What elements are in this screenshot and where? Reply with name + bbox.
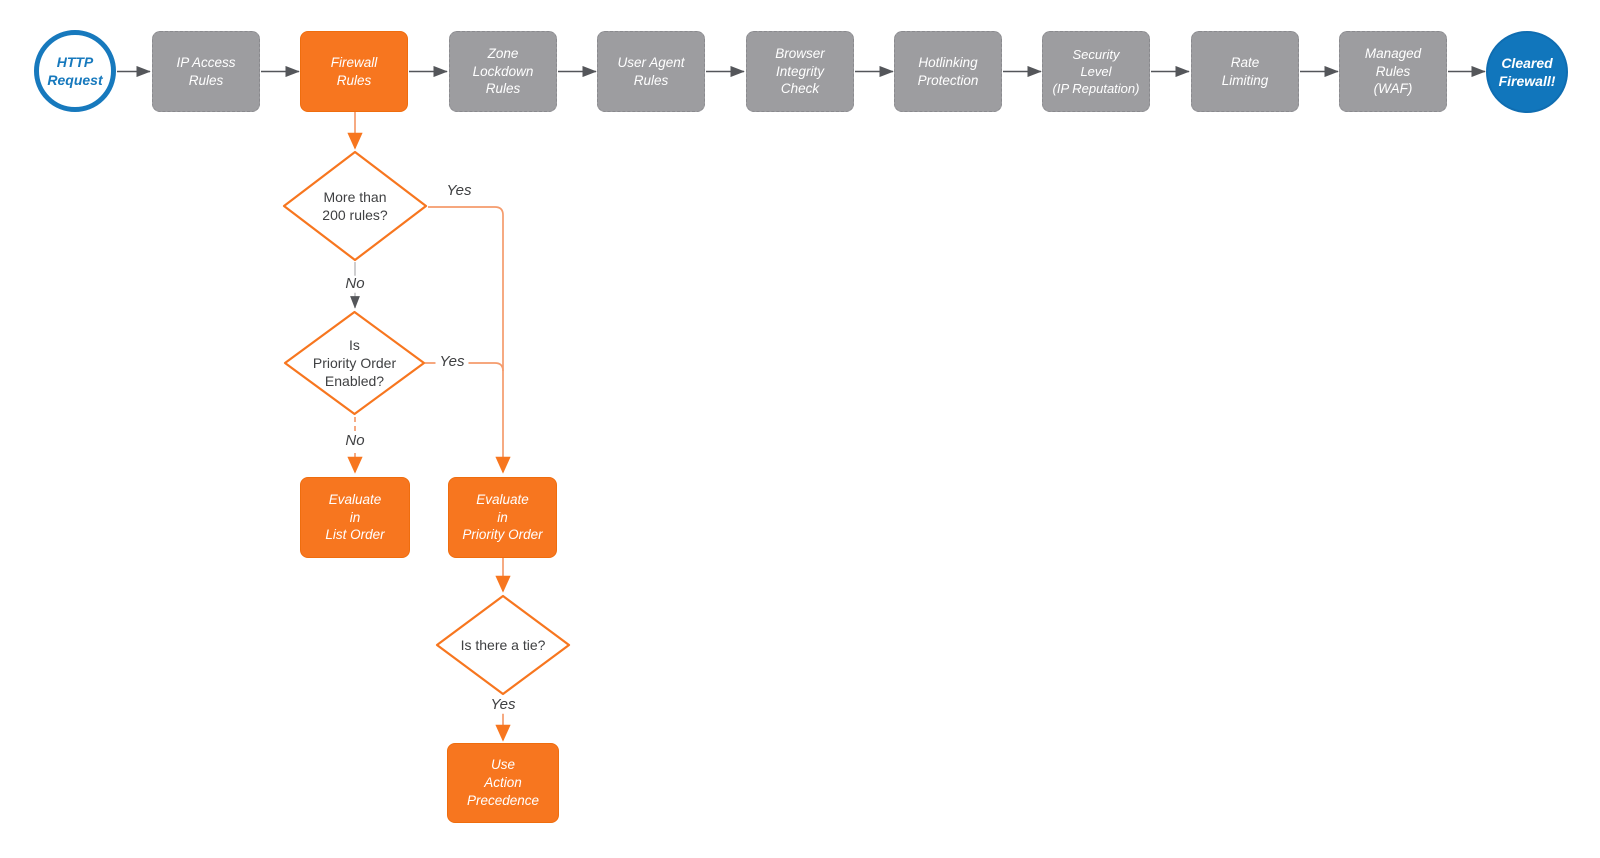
- decision-priority-order-enabled: Is Priority Order Enabled?: [283, 310, 426, 416]
- node-ip-access-rules: IP Access Rules: [152, 31, 260, 112]
- decision-more-than-200-rules: More than 200 rules?: [282, 150, 428, 262]
- node-zone-lockdown-rules: Zone Lockdown Rules: [449, 31, 557, 112]
- node-evaluate-list-order: Evaluate in List Order: [300, 477, 410, 558]
- edge-label-yes-2: Yes: [435, 353, 469, 371]
- node-http-request: HTTP Request: [34, 30, 116, 112]
- node-security-level: Security Level (IP Reputation): [1042, 31, 1150, 112]
- node-hotlinking-protection: Hotlinking Protection: [894, 31, 1002, 112]
- diamond-shape: [282, 150, 428, 262]
- edge-label-yes-3: Yes: [486, 696, 520, 714]
- edge-label-yes-1: Yes: [442, 182, 476, 200]
- decision-label: More than 200 rules?: [322, 188, 388, 223]
- edge-label-no-2: No: [341, 432, 369, 450]
- node-managed-rules-waf: Managed Rules (WAF): [1339, 31, 1447, 112]
- node-evaluate-priority-order: Evaluate in Priority Order: [448, 477, 557, 558]
- node-browser-integrity-check: Browser Integrity Check: [746, 31, 854, 112]
- node-use-action-precedence: Use Action Precedence: [447, 743, 559, 823]
- decision-label: Is Priority Order Enabled?: [312, 336, 397, 390]
- decision-label: Is there a tie?: [460, 636, 546, 653]
- node-cleared-firewall: Cleared Firewall!: [1486, 31, 1568, 113]
- diamond-shape: [435, 594, 571, 696]
- diamond-shape: [283, 310, 426, 416]
- node-rate-limiting: Rate Limiting: [1191, 31, 1299, 112]
- node-user-agent-rules: User Agent Rules: [597, 31, 705, 112]
- node-firewall-rules: Firewall Rules: [300, 31, 408, 112]
- edge-label-no-1: No: [341, 275, 369, 293]
- decision-is-there-a-tie: Is there a tie?: [435, 594, 571, 696]
